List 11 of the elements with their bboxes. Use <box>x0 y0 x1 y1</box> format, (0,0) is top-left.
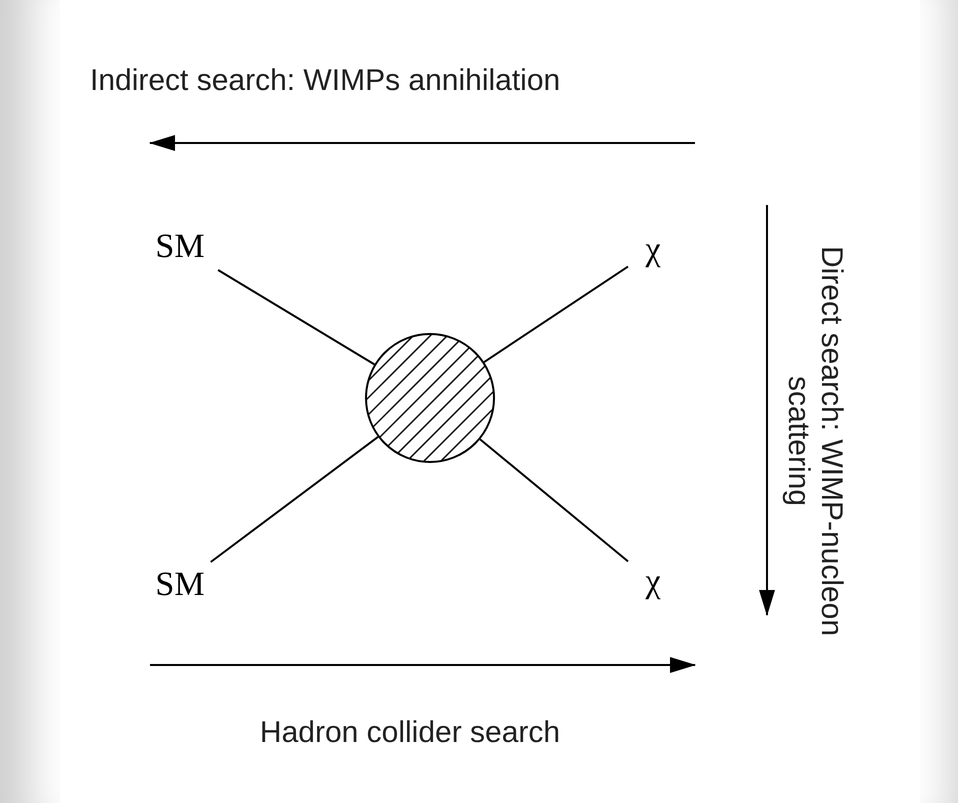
particle-label: χ <box>645 233 661 267</box>
particle-line <box>480 438 629 562</box>
particle-label: χ <box>645 565 661 599</box>
particle-label: SM <box>155 230 205 264</box>
search-label: Hadron collider search <box>258 715 562 751</box>
search-label: Direct search: WIMP-nucleon scattering <box>782 244 848 638</box>
particle-label: SM <box>155 568 205 602</box>
search-label: Indirect search: WIMPs annihilation <box>90 63 562 99</box>
particle-line <box>218 269 375 366</box>
particle-line <box>210 436 379 563</box>
particle-line <box>484 266 629 363</box>
